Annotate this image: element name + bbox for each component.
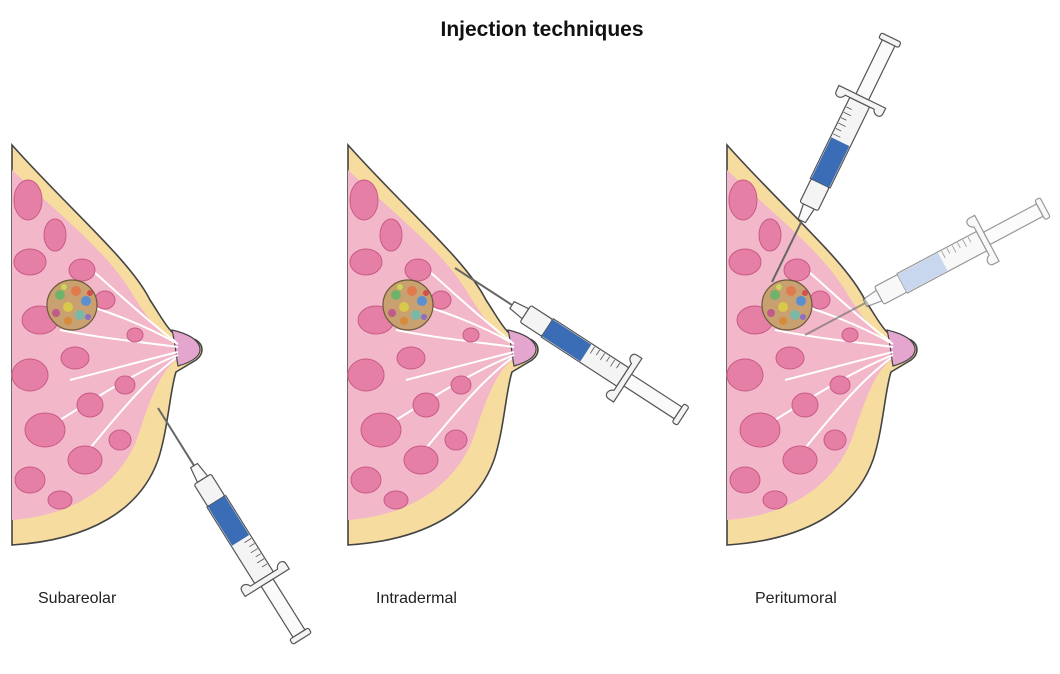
- label-intradermal: Intradermal: [376, 590, 457, 608]
- panel-intradermal: [348, 145, 697, 545]
- label-subareolar: Subareolar: [38, 590, 116, 608]
- tumor-icon: [383, 280, 433, 330]
- panel-peritumoral: [727, 26, 1057, 545]
- tumor-icon: [47, 280, 97, 330]
- figure-title: Injection techniques: [0, 18, 1060, 42]
- panel-subareolar: [12, 145, 324, 652]
- tumor-icon: [762, 280, 812, 330]
- label-peritumoral: Peritumoral: [755, 590, 837, 608]
